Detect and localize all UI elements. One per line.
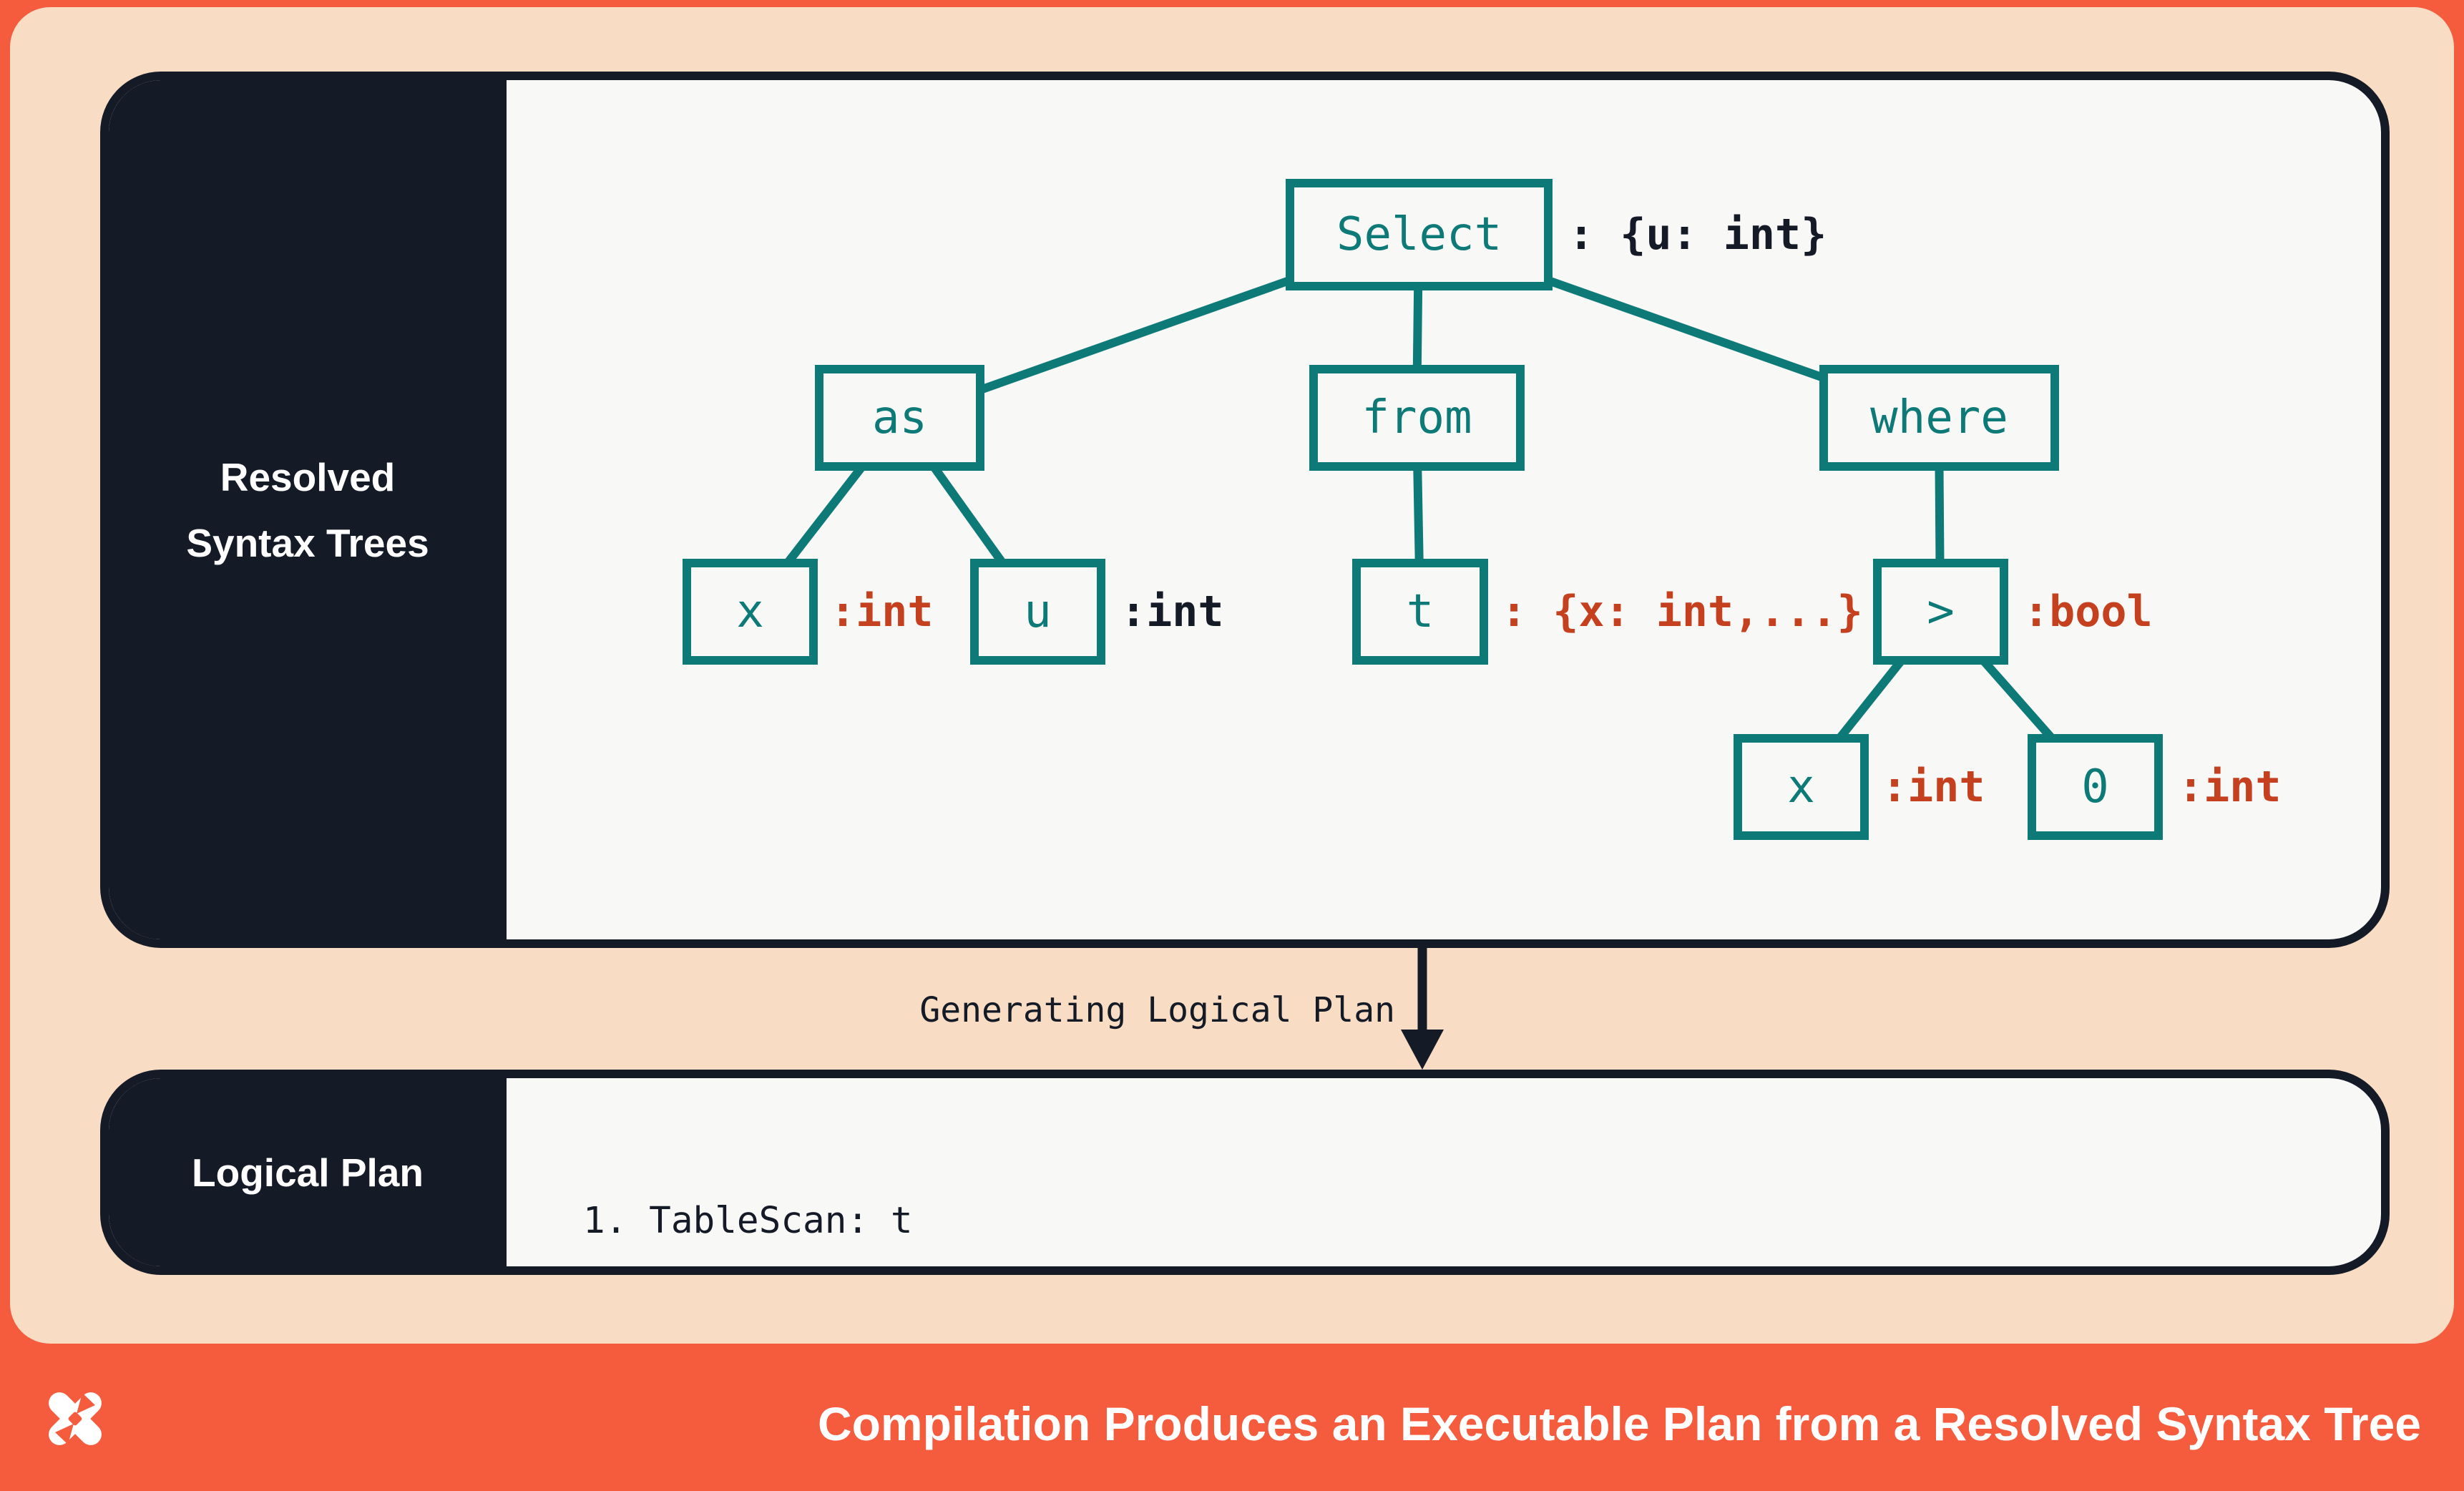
lp-panel-label-text: Logical Plan [192,1150,424,1195]
rst-panel-label: Resolved Syntax Trees [109,80,507,939]
tree-edges [746,230,2098,790]
dolt-pinwheel-logo-icon [49,1392,102,1445]
lp-panel-label: Logical Plan [109,1078,507,1266]
tree-node-x2: x [1734,734,1869,840]
tree-node-t: t [1352,559,1488,665]
tree-node-select: Select [1286,179,1553,290]
tree-node-u: u [970,559,1105,665]
tree-node-from: from [1309,365,1525,471]
tree-node-where: where [1819,365,2059,471]
logical-plan-step-1: 1. TableScan: t [583,1200,913,1242]
tree-node-as: as [815,365,984,471]
tree-node-x1-label: x [736,585,764,638]
tree-node-where-label: where [1870,391,2008,444]
tree-node-u-label: u [1024,585,1052,638]
transition-label: Generating Logical Plan [919,990,1395,1030]
tree-annotation-gt: :bool [2023,587,2153,637]
tree-node-x1: x [683,559,818,665]
tree-annotation-x2: :int [1882,762,1985,812]
tree-annotation-u: :int [1120,587,1224,637]
tree-node-t-label: t [1406,585,1434,638]
tree-annotation-t: : {x: int,...} [1501,587,1863,637]
tree-node-as-label: as [871,391,928,444]
tree-node-zero: 0 [2028,734,2163,840]
tree-annotation-x1: :int [830,587,934,637]
rst-panel-label-line1: Resolved [220,454,396,499]
tree-node-gt: > [1873,559,2008,665]
logical-plan-steps: 1. TableScan: t 2. Filter: t.x > 0 3. Pr… [583,1096,1088,1266]
footer-title: Compilation Produces an Executable Plan … [817,1397,2421,1450]
tree-node-zero-label: 0 [2081,761,2109,813]
tree-annotation-select: : {u: int} [1568,210,1827,260]
tree-annotation-zero: :int [2178,762,2282,812]
tree-node-select-label: Select [1336,208,1502,261]
resolved-syntax-trees-panel: Resolved Syntax Trees [100,72,2390,948]
rst-panel-label-line2: Syntax Trees [186,520,429,565]
down-arrow-icon [1401,948,1444,1070]
tree-node-x2-label: x [1787,761,1815,813]
tree-node-from-label: from [1361,391,1472,444]
logical-plan-panel: Logical Plan 1. TableScan: t 2. Filter: … [100,1070,2390,1275]
tree-node-gt-label: > [1927,585,1955,638]
